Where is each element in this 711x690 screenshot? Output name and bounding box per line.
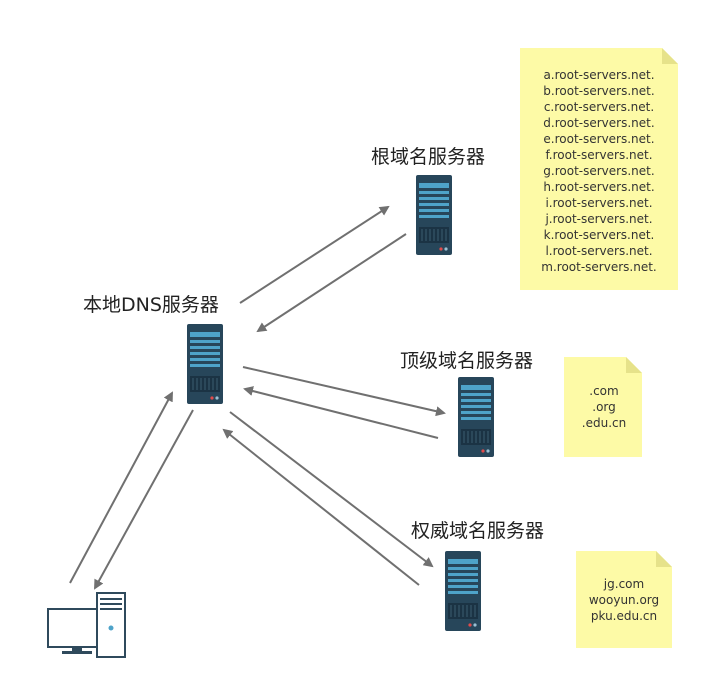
arrow-auth-to-local bbox=[222, 428, 420, 586]
note-line: m.root-servers.net. bbox=[541, 260, 657, 274]
tld-server-icon bbox=[457, 376, 495, 458]
note-line: d.root-servers.net. bbox=[543, 116, 655, 130]
arrow-root-to-local bbox=[256, 233, 407, 333]
local-dns-server-label: 本地DNS服务器 bbox=[83, 294, 219, 316]
note-line: e.root-servers.net. bbox=[543, 132, 655, 146]
arrow-client-to-local bbox=[69, 391, 173, 584]
tld-domains-note: .com .org .edu.cn bbox=[564, 383, 644, 431]
arrow-local-to-root bbox=[239, 205, 390, 304]
root-servers-note: a.root-servers.net. b.root-servers.net. … bbox=[520, 67, 678, 275]
note-line: jg.com bbox=[603, 577, 645, 591]
arrow-local-to-auth bbox=[229, 411, 434, 568]
note-line: .edu.cn bbox=[581, 416, 627, 430]
note-line: a.root-servers.net. bbox=[543, 68, 655, 82]
root-servers-note-shape bbox=[520, 48, 678, 290]
arrow-local-to-client bbox=[94, 409, 194, 590]
tld-server-label: 顶级域名服务器 bbox=[400, 350, 534, 372]
arrow-tld-to-local bbox=[243, 386, 439, 439]
tld-note-shape bbox=[564, 357, 642, 457]
note-line: h.root-servers.net. bbox=[543, 180, 655, 194]
auth-server-icon bbox=[444, 550, 482, 632]
root-server-label: 根域名服务器 bbox=[371, 146, 486, 168]
client-computer-icon bbox=[47, 592, 126, 658]
arrow-local-to-tld bbox=[242, 366, 446, 417]
note-line: l.root-servers.net. bbox=[545, 244, 653, 258]
auth-domains-note: jg.com wooyun.org pku.edu.cn bbox=[576, 576, 672, 624]
auth-server-label: 权威域名服务器 bbox=[411, 520, 545, 542]
note-line: wooyun.org bbox=[588, 593, 660, 607]
note-line: j.root-servers.net. bbox=[545, 212, 653, 226]
note-line: g.root-servers.net. bbox=[543, 164, 655, 178]
note-line: .org bbox=[592, 400, 616, 414]
root-server-icon bbox=[415, 174, 453, 256]
local-dns-server-icon bbox=[186, 323, 224, 405]
note-line: f.root-servers.net. bbox=[545, 148, 653, 162]
note-line: .com bbox=[589, 384, 619, 398]
auth-note-shape bbox=[576, 551, 672, 648]
note-line: k.root-servers.net. bbox=[543, 228, 655, 242]
note-line: i.root-servers.net. bbox=[545, 196, 653, 210]
note-line: pku.edu.cn bbox=[590, 609, 658, 623]
note-line: b.root-servers.net. bbox=[543, 84, 655, 98]
note-line: c.root-servers.net. bbox=[543, 100, 655, 114]
